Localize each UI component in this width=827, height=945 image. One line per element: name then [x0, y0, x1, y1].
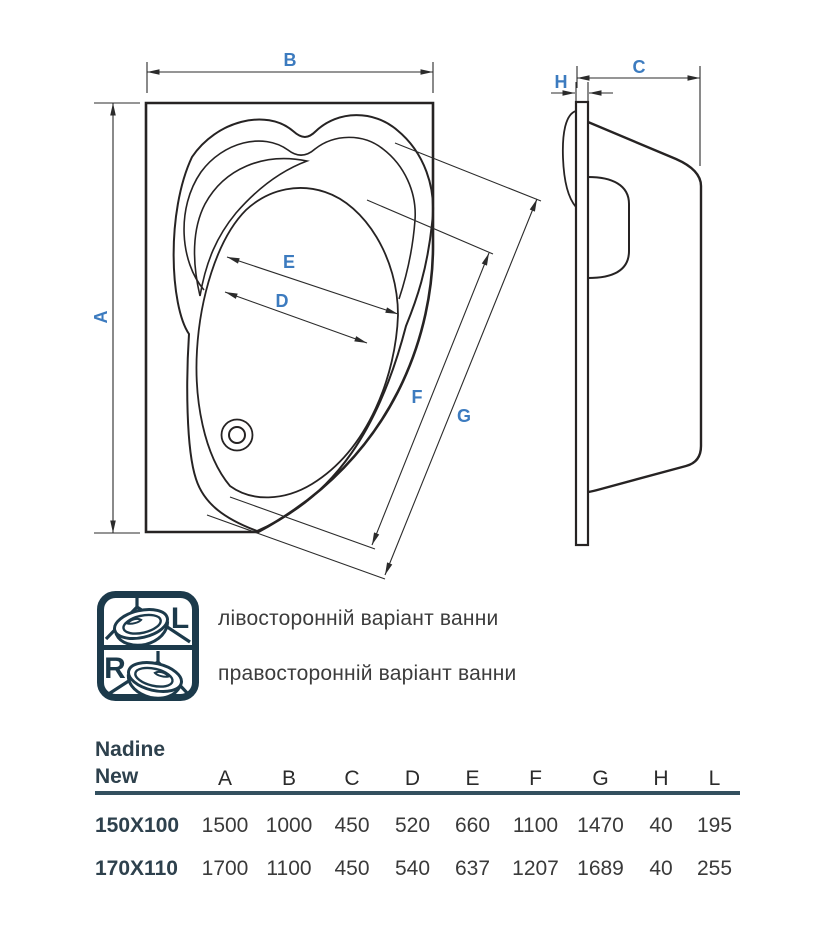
dim-label-b: B [284, 50, 297, 70]
badge-letter-r: R [104, 652, 126, 685]
col-header-b: B [257, 737, 321, 795]
value-cell: 255 [696, 856, 733, 880]
dim-label-e: E [283, 252, 295, 272]
dim-label-h: H [555, 72, 568, 92]
col-header-c: C [321, 737, 383, 795]
side-view [561, 100, 703, 547]
dim-b-ticks [146, 62, 434, 93]
dim-line-f [371, 252, 490, 546]
table-row: 150X100 1500 1000 450 520 660 1100 1470 … [95, 793, 740, 838]
rim-lip-profile [561, 110, 577, 208]
spec-table: Nadine New A B C D E F G H L 150X100 150… [95, 737, 740, 881]
row-size-label: 170X110 [95, 856, 178, 880]
col-header-d: D [383, 737, 442, 795]
value-cell: 1689 [577, 856, 624, 880]
mini-tub-left [113, 608, 170, 647]
tub-rim-inner-line [183, 136, 416, 300]
value-cell: 660 [454, 813, 491, 837]
value-cell: 637 [454, 856, 491, 880]
value-cell: 450 [334, 813, 370, 837]
value-cell: 1470 [577, 813, 624, 837]
col-header-a: A [193, 737, 257, 795]
badge-letter-l: L [171, 602, 189, 635]
col-header-l: L [689, 737, 740, 795]
dim-line-d [224, 291, 368, 344]
value-cell: 1100 [266, 856, 312, 880]
tub-outer-boundary [144, 101, 435, 534]
value-cell: 1207 [512, 856, 559, 880]
col-header-g: G [568, 737, 633, 795]
basin-outline [195, 187, 399, 499]
table-row: 170X110 1700 1100 450 540 637 1207 1689 … [95, 838, 740, 881]
dim-h-ticks [575, 82, 589, 101]
side-dimensions [551, 66, 701, 166]
model-name-line2: New [95, 764, 139, 788]
col-header-f: F [503, 737, 568, 795]
tub-side-profile [587, 120, 703, 494]
mini-tub-right [126, 661, 183, 700]
value-cell: 1000 [265, 813, 313, 837]
model-name-line1: Nadine [95, 738, 166, 761]
seat-profile [587, 176, 630, 279]
dim-c-ticks [576, 66, 701, 166]
value-cell: 195 [696, 813, 733, 837]
plan-dimensions [94, 62, 542, 580]
value-cell: 540 [394, 856, 431, 880]
value-cell: 1500 [201, 813, 249, 837]
right-variant-caption: правосторонній варіант ванни [218, 662, 517, 685]
col-header-h: H [633, 737, 689, 795]
drain-icon-inner [228, 426, 246, 444]
value-cell: 1100 [512, 813, 559, 837]
value-cell: 40 [649, 813, 673, 837]
dim-label-f: F [412, 387, 423, 407]
dim-label-d: D [276, 291, 289, 311]
dim-label-g: G [457, 406, 471, 426]
dim-line-g [384, 198, 538, 576]
col-header-e: E [442, 737, 503, 795]
row-size-label: 150X100 [95, 813, 180, 837]
left-variant-caption: лівосторонній варіант ванни [218, 607, 499, 630]
headrest-wave [193, 157, 310, 297]
dim-line-e [226, 256, 399, 315]
dim-label-a: A [91, 311, 111, 324]
value-cell: 450 [334, 856, 370, 880]
tub-rim-outline [172, 114, 434, 533]
dim-label-c: C [633, 57, 646, 77]
value-cell: 40 [649, 856, 673, 880]
technical-drawing: B A E D F G C H [91, 50, 703, 580]
dim-a-ticks [94, 102, 140, 534]
orientation-badge-icon: L R [97, 591, 199, 701]
value-cell: 1700 [201, 856, 249, 880]
drain-icon [220, 418, 254, 452]
wall-panel [574, 100, 590, 547]
model-name: Nadine New [95, 737, 193, 795]
plan-view [144, 101, 435, 534]
dim-g-extensions [206, 142, 542, 580]
value-cell: 520 [394, 813, 431, 837]
table-header-row: Nadine New A B C D E F G H L [95, 737, 740, 795]
